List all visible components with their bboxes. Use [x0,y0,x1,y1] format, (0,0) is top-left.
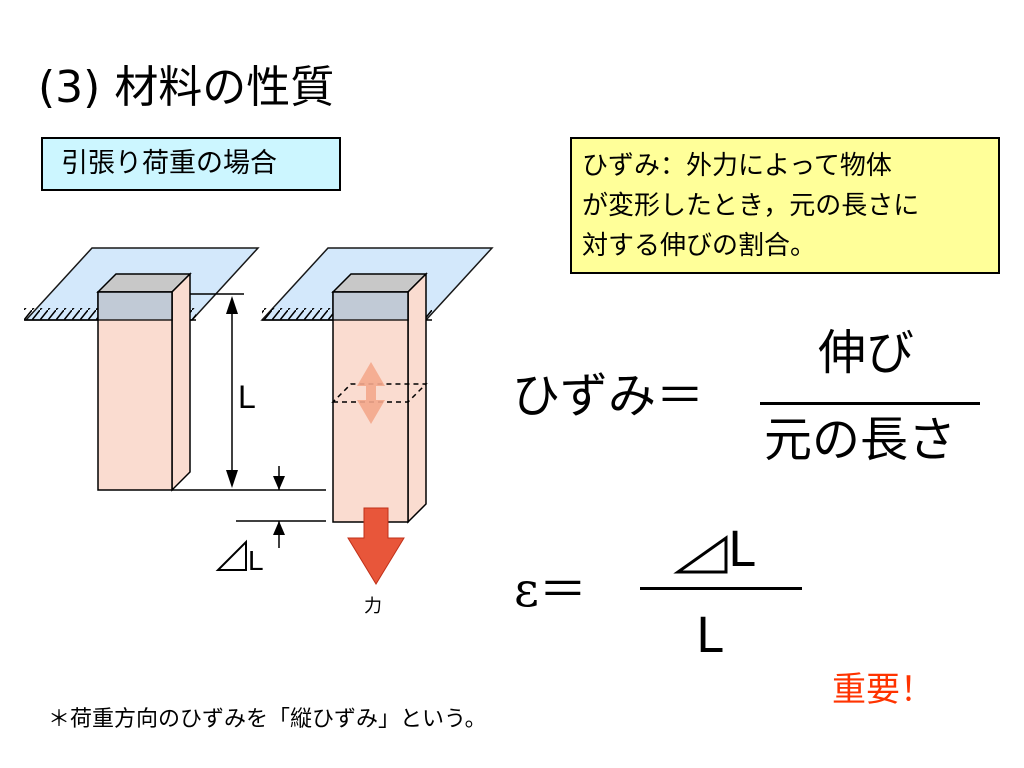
strain-fraction-bar [640,587,802,590]
footnote: ＊荷重方向のひずみを「縦ひずみ」という。 [48,707,487,732]
fraction-numerator: 伸び [818,325,915,381]
stretch-arrow-icon [357,362,385,424]
epsilon-equals: ε＝ [514,562,587,618]
elongation-dimension: L [215,466,326,576]
length-label: L [238,379,256,415]
delta-icon [215,539,247,571]
delta-numerator-icon [673,535,728,574]
force-label: 力 [364,596,382,617]
left-specimen [24,247,260,492]
definition-line-3: 対する伸びの割合。 [582,231,817,261]
left-bar-front [97,291,173,491]
case-label: 引張り荷重の場合 [41,137,341,191]
strain-denominator: L [696,608,723,664]
slide-title: (3) 材料の性質 [38,62,335,113]
definition-box: ひずみ：外力によって物体 が変形したとき，元の長さに 対する伸びの割合。 [570,137,1000,274]
delta-label: L [248,545,264,576]
length-dimension: L [172,293,326,491]
force-arrow [347,507,405,585]
definition-line-2: が変形したとき，元の長さに [582,191,920,221]
important-note: 重要！ [832,670,934,710]
fraction-bar [760,402,980,405]
strain-word: ひずみ＝ [512,368,705,424]
fraction-denominator: 元の長さ [764,412,957,468]
definition-line-1: ひずみ：外力によって物体 [582,151,892,181]
right-specimen: 力 [260,247,494,617]
strain-numerator: L [728,522,755,578]
